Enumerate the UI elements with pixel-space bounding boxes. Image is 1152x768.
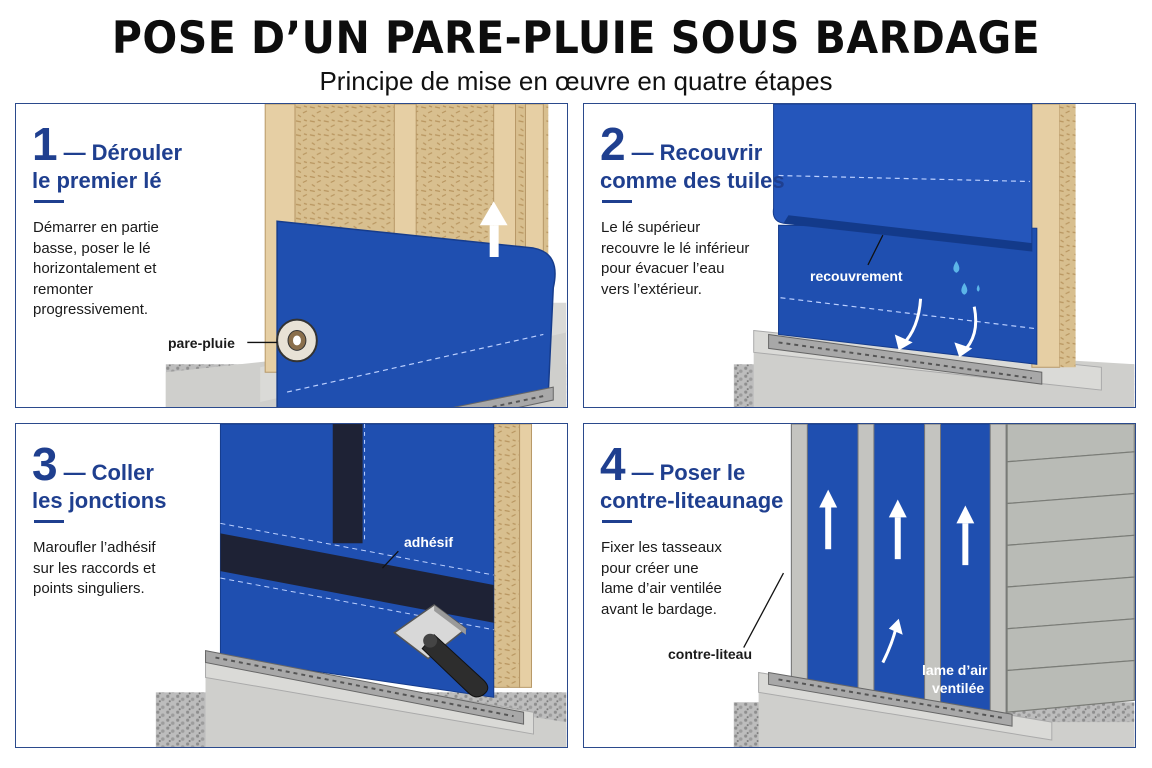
step-3-panel: 3—Coller les jonctions Maroufler l’adhés… [15,423,568,748]
step-2-heading: 2—Recouvrir comme des tuiles [600,118,785,194]
step-1-illustration [165,104,567,407]
step-4-heading: 4—Poser le contre-liteaunage [600,438,784,514]
step-4-illustration [733,424,1135,747]
up-arrow-icon [479,201,508,257]
water-drop-icon [953,260,980,295]
ventilee-label: ventilée [932,680,985,696]
up-arrow-icon [819,489,975,664]
pare-pluie-label: pare-pluie [168,335,235,351]
step-1-title-line1: Dérouler [91,140,183,165]
step-1-description: Démarrer en partie basse, poser le lé ho… [33,219,159,318]
step-1-rule [34,200,64,203]
step-3-description: Maroufler l’adhésif sur les raccords et … [33,539,156,597]
step-1-dash: — [63,140,86,165]
step-3-number: 3 [32,438,58,490]
membrane-roll-icon [276,318,318,363]
step-2-panel: 2—Recouvrir comme des tuiles Le lé supér… [583,103,1136,408]
contre-liteau-label: contre-liteau [668,646,753,662]
step-3-illustration [155,424,567,747]
recouvrement-label: recouvrement [810,268,903,284]
step-2-illustration [733,104,1135,407]
step-2-title-line2: comme des tuiles [600,168,785,194]
step-3-title-line1: Coller [91,460,154,485]
step-2-number: 2 [600,118,626,170]
step-1-heading: 1—Dérouler le premier lé [32,118,183,194]
adhesif-label: adhésif [404,534,454,550]
step-1-title-line2: le premier lé [32,168,162,194]
step-1-panel: 1—Dérouler le premier lé Démarrer en par… [15,103,568,408]
page-subtitle: Principe de mise en œuvre en quatre étap… [319,66,833,96]
page-title: POSE D’UN PARE-PLUIE SOUS BARDAGE [111,12,1041,64]
step-4-title-line1: Poser le [659,460,746,485]
step-2-description: Le lé supérieur recouvre le lé inférieur… [601,219,750,298]
step-4-dash: — [631,460,654,485]
step-1-number: 1 [32,118,58,170]
step-2-rule [602,200,632,203]
down-arrow-icon [894,298,978,358]
step-4-panel: 4—Poser le contre-liteaunage Fixer les t… [583,423,1136,748]
step-3-dash: — [63,460,86,485]
step-4-rule [602,520,632,523]
step-2-title-line1: Recouvrir [659,140,763,165]
step-3-heading: 3—Coller les jonctions [32,438,167,514]
step-4-title-line2: contre-liteaunage [600,488,784,514]
step-4-number: 4 [600,438,626,490]
step-4-description: Fixer les tasseaux pour créer une lame d… [601,539,722,618]
step-3-rule [34,520,64,523]
step-3-title-line2: les jonctions [32,488,167,514]
roller-icon [393,603,489,698]
lame-air-label: lame d’air [922,662,988,678]
step-2-dash: — [631,140,654,165]
